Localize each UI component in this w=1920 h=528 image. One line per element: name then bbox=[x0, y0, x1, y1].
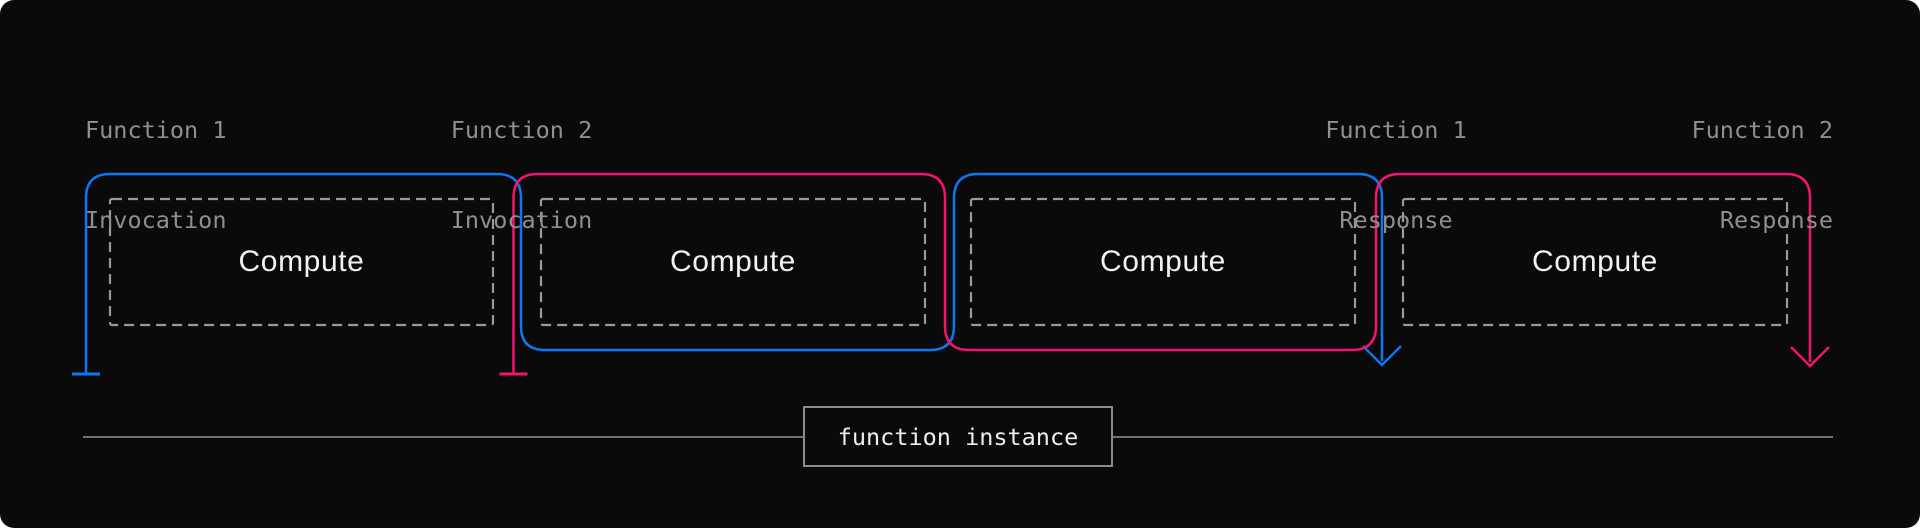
function-instance-label-box: function instance bbox=[803, 406, 1113, 467]
label-function2-response-line1: Function 2 bbox=[1691, 116, 1833, 144]
label-function1-response-line2: Response bbox=[1339, 206, 1453, 234]
function1-execution-path bbox=[84, 172, 1384, 374]
label-function1-response-line1: Function 1 bbox=[1325, 116, 1467, 144]
label-function2-invocation-line1: Function 2 bbox=[450, 116, 593, 144]
compute-box-4-outline bbox=[1401, 197, 1789, 327]
function2-response-arrow-icon bbox=[1790, 346, 1830, 368]
label-function1-invocation-line1: Function 1 bbox=[85, 116, 227, 144]
compute-box-3-label: Compute bbox=[1100, 245, 1226, 278]
function1-path-group bbox=[72, 172, 1402, 376]
label-function1-invocation-line2: Invocation bbox=[85, 206, 227, 234]
compute-box-1-label: Compute bbox=[238, 245, 365, 278]
label-function2-response-line2: Response bbox=[1719, 206, 1833, 234]
compute-boxes-group bbox=[108, 197, 1789, 327]
compute-box-2-label: Compute bbox=[670, 245, 796, 278]
compute-box-3-outline bbox=[969, 197, 1357, 327]
function2-execution-path bbox=[512, 172, 1812, 374]
label-function2-invocation: Function 2 Invocation bbox=[450, 55, 593, 295]
compute-box-2-outline bbox=[539, 197, 927, 327]
compute-box-1-outline bbox=[108, 197, 495, 327]
compute-box-4-label: Compute bbox=[1532, 245, 1658, 278]
function2-path-group bbox=[499, 172, 1830, 376]
function-instance-label: function instance bbox=[837, 422, 1079, 451]
label-function2-response: Function 2 Response bbox=[1691, 55, 1833, 295]
function1-response-arrow-icon bbox=[1362, 345, 1402, 367]
label-function1-response: Function 1 Response bbox=[1325, 55, 1467, 295]
label-function1-invocation: Function 1 Invocation bbox=[85, 55, 226, 295]
label-function2-invocation-line2: Invocation bbox=[450, 206, 593, 234]
